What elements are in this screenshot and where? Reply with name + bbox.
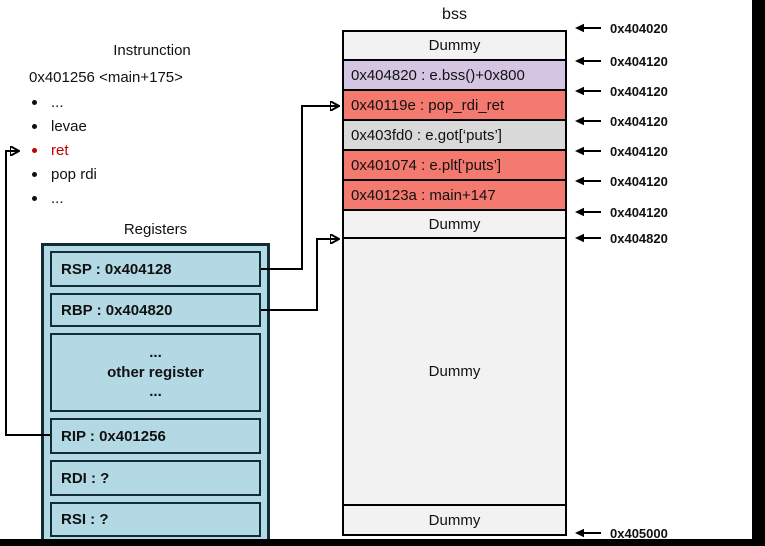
address-text: 0x404120	[610, 143, 668, 159]
address-text: 0x404120	[610, 113, 668, 129]
left-arrow-icon	[575, 56, 601, 66]
left-arrow-icon	[575, 207, 601, 217]
address-marker: 0x404120	[574, 113, 668, 129]
register-other-line: ...	[149, 344, 162, 362]
register-other-line: ...	[149, 383, 162, 401]
bullet-icon	[32, 123, 37, 129]
address-text: 0x404120	[610, 173, 668, 189]
stack-row: 0x40123a : main+147	[344, 179, 565, 209]
bullet-icon	[32, 171, 37, 177]
register-other-line: other register	[107, 363, 204, 381]
left-arrow-icon	[575, 233, 601, 243]
register-row-rbp: RBP : 0x404820	[50, 293, 261, 327]
left-arrow-icon	[575, 176, 601, 186]
address-marker: 0x404020	[574, 20, 668, 36]
register-row-rsi: RSI : ?	[50, 502, 261, 537]
stack-row: 0x403fd0 : e.got[‘puts’]	[344, 119, 565, 149]
left-arrow-icon	[575, 23, 601, 33]
stack-row: Dummy	[344, 32, 565, 59]
bullet-icon	[32, 195, 37, 201]
rbp-arrow	[261, 239, 338, 311]
left-arrow-icon	[575, 528, 601, 538]
registers-title: Registers	[123, 221, 188, 238]
left-arrow-icon	[575, 146, 601, 156]
instruction-item: pop rdi	[30, 165, 97, 183]
address-marker: 0x404820	[574, 230, 668, 246]
address-text: 0x404120	[610, 204, 668, 220]
left-arrow-icon	[575, 116, 601, 126]
register-row-rip: RIP : 0x401256	[50, 418, 261, 454]
right-black-bar	[752, 0, 765, 546]
bottom-black-bar	[0, 539, 765, 546]
stack-row: Dummy	[344, 237, 565, 504]
address-text: 0x404120	[610, 83, 668, 99]
instruction-text: levae	[51, 117, 87, 135]
address-text: 0x404020	[610, 20, 668, 36]
register-row-rdi: RDI : ?	[50, 460, 261, 496]
stack-row: 0x401074 : e.plt[‘puts’]	[344, 149, 565, 179]
instruction-text: ret	[51, 141, 69, 159]
register-row-other: ...other register...	[50, 333, 261, 412]
instruction-address: 0x401256 <main+175>	[29, 69, 183, 86]
instruction-title: Instrunction	[113, 42, 191, 59]
instruction-item: levae	[30, 117, 97, 135]
stack-row: 0x40119e : pop_rdi_ret	[344, 89, 565, 119]
rsp-arrow	[261, 106, 338, 270]
address-text: 0x404820	[610, 230, 668, 246]
bullet-icon	[32, 147, 37, 153]
address-marker: 0x404120	[574, 204, 668, 220]
stack-row: 0x404820 : e.bss()+0x800	[344, 59, 565, 89]
instruction-text: pop rdi	[51, 165, 97, 183]
instruction-list: ... levae ret pop rdi...	[30, 93, 97, 213]
instruction-text: ...	[51, 93, 64, 111]
address-marker: 0x404120	[574, 173, 668, 189]
address-text: 0x404120	[610, 53, 668, 69]
address-marker: 0x404120	[574, 143, 668, 159]
address-marker: 0x404120	[574, 83, 668, 99]
instruction-item: ret	[30, 141, 97, 159]
bss-label: bss	[442, 6, 467, 23]
instruction-text: ...	[51, 189, 64, 207]
address-marker: 0x404120	[574, 53, 668, 69]
instruction-item: ...	[30, 93, 97, 111]
stack-row: Dummy	[344, 209, 565, 237]
register-row-rsp: RSP : 0x404128	[50, 251, 261, 287]
left-arrow-icon	[575, 86, 601, 96]
address-marker: 0x405000	[574, 526, 668, 541]
instruction-item: ...	[30, 189, 97, 207]
bullet-icon	[32, 99, 37, 105]
stack-row: Dummy	[344, 504, 565, 534]
